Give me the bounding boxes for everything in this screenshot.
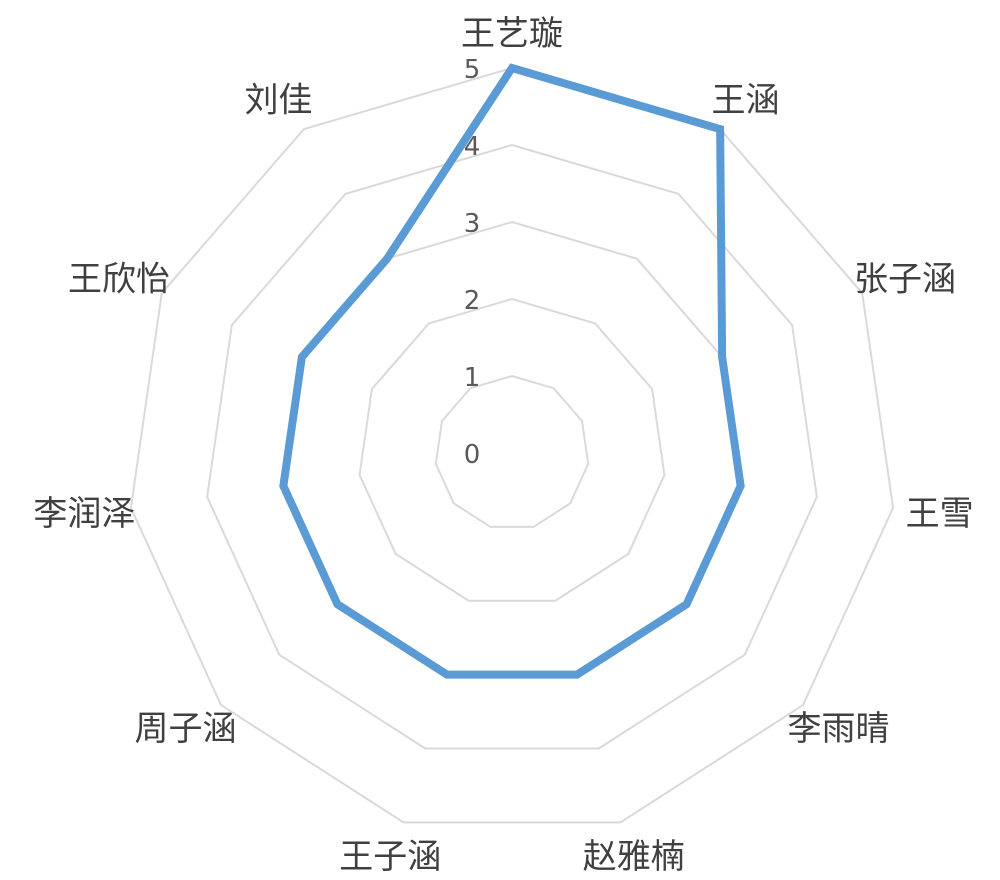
category-label: 王雪 bbox=[906, 494, 974, 534]
tick-label: 0 bbox=[464, 440, 481, 470]
category-label: 刘佳 bbox=[244, 81, 312, 121]
category-label: 张子涵 bbox=[854, 260, 956, 300]
grid-ring bbox=[282, 220, 742, 676]
category-label: 王欣怡 bbox=[68, 260, 170, 300]
tick-label: 3 bbox=[464, 209, 481, 239]
category-label: 王子涵 bbox=[339, 837, 441, 877]
category-label: 李润泽 bbox=[33, 494, 135, 534]
category-label: 王涵 bbox=[712, 81, 780, 121]
grid-ring bbox=[129, 66, 895, 824]
category-label: 赵雅楠 bbox=[583, 837, 685, 877]
tick-label: 5 bbox=[464, 55, 481, 85]
tick-label: 1 bbox=[464, 363, 481, 393]
grid-ring bbox=[206, 143, 818, 750]
grid bbox=[129, 66, 895, 824]
grid-ring bbox=[434, 374, 590, 528]
category-label: 王艺璇 bbox=[461, 14, 563, 54]
category-label: 李雨晴 bbox=[787, 709, 889, 749]
grid-ring bbox=[358, 297, 666, 602]
tick-label: 2 bbox=[464, 286, 481, 316]
category-label: 周子涵 bbox=[135, 709, 237, 749]
series bbox=[279, 63, 745, 679]
series-line bbox=[279, 63, 745, 679]
